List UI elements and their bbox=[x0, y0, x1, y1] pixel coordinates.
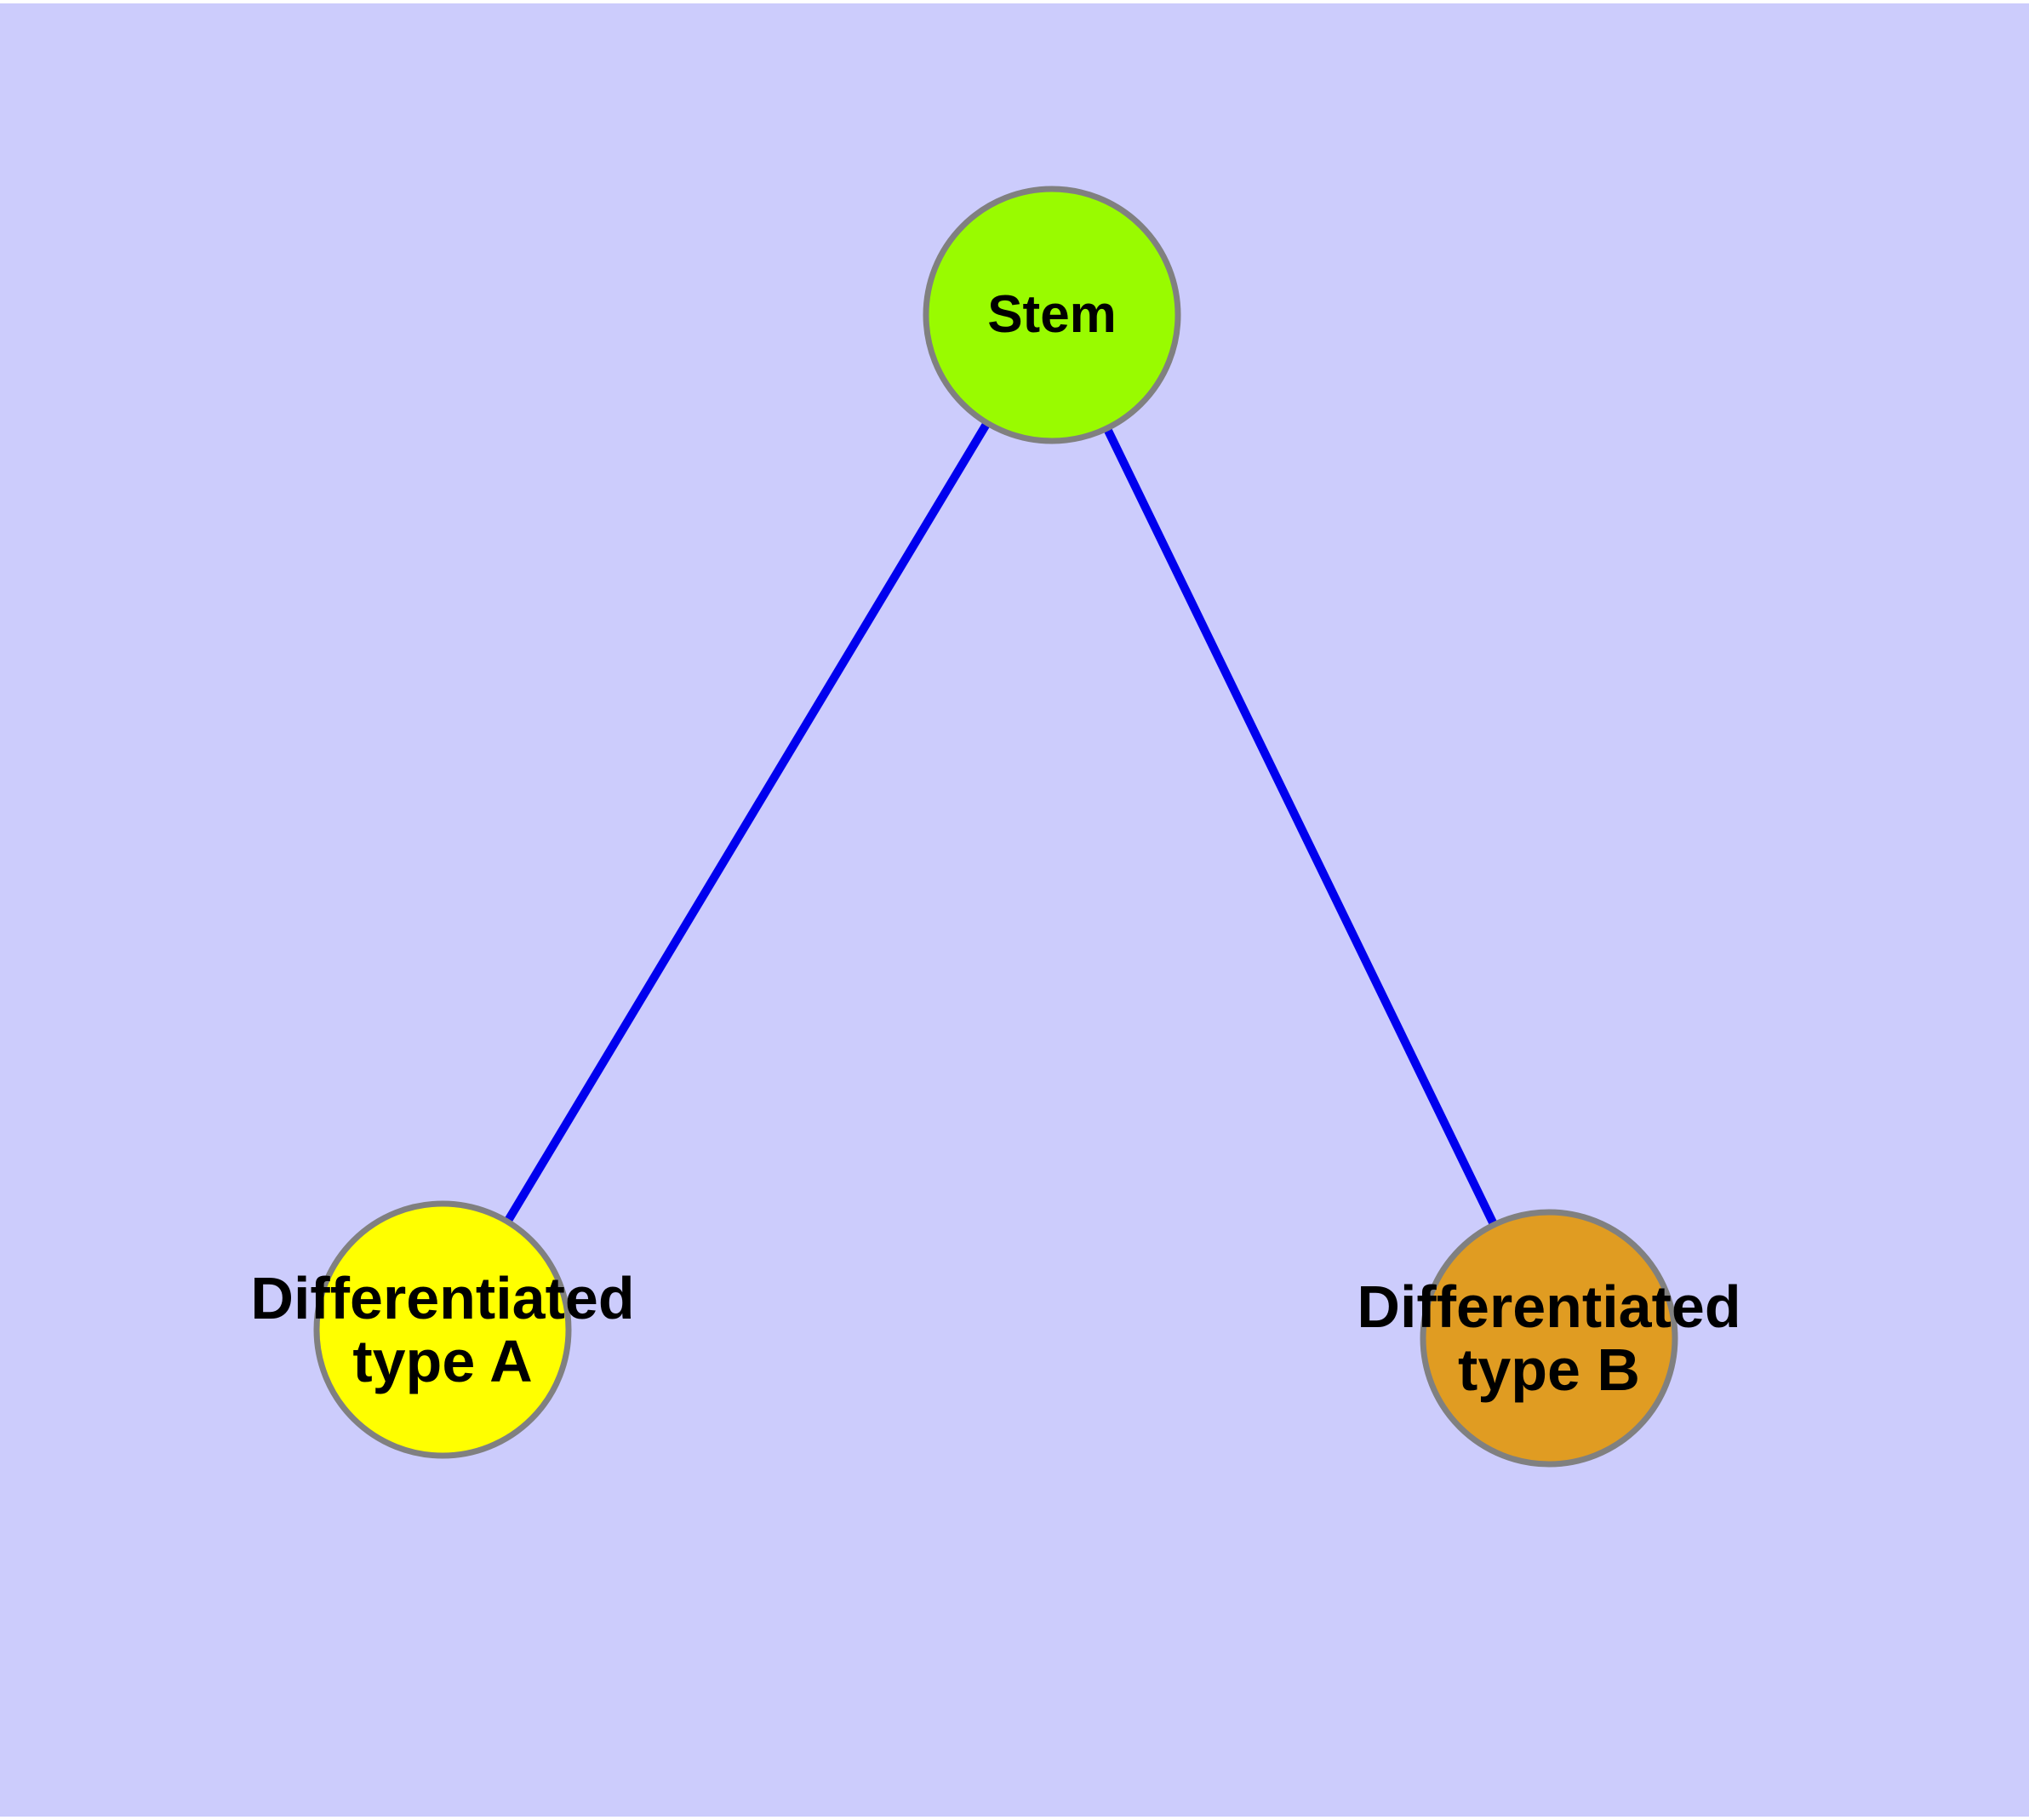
node-circle-diff_b[interactable] bbox=[1420, 1209, 1678, 1468]
node-circle-stem[interactable] bbox=[923, 186, 1181, 444]
edge-layer bbox=[438, 312, 1553, 1341]
node-layer bbox=[313, 186, 1678, 1468]
edge-stem-diff-a[interactable] bbox=[438, 312, 1056, 1332]
node-circle-diff_a[interactable] bbox=[313, 1200, 572, 1459]
edge-stem-diff-b[interactable] bbox=[1048, 312, 1553, 1341]
